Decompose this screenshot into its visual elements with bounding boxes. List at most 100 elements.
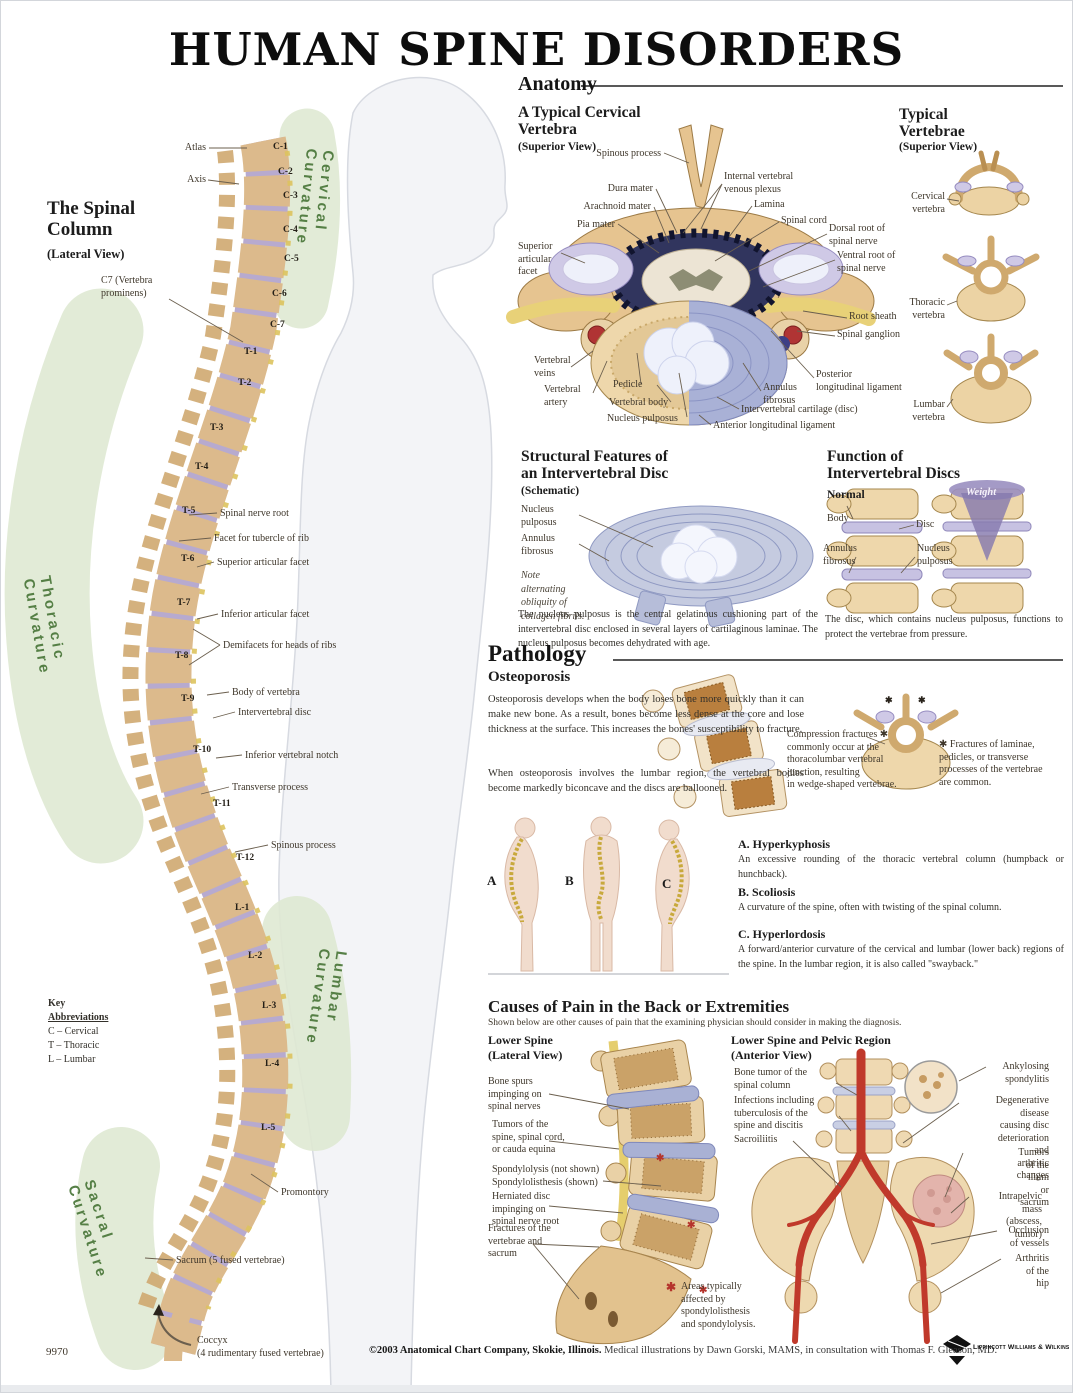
page-edge [1,1385,1072,1392]
label-pedicle: Pedicle [613,379,643,390]
label-bone-tumor: Bone tumor of the spinal column [734,1067,808,1091]
vertebra-label: C-7 [270,320,285,330]
vertebra-label: T-3 [210,423,224,433]
label-nucleus-pulposus-fig: Nucleus pulposus [607,413,678,424]
label-transverse-process: Transverse process [232,782,309,793]
label-coccyx: Coccyx (4 rudimentary fused vertebrae) [197,1335,324,1359]
vertebra-label: L-1 [235,903,250,913]
label-venous-plexus: Internal vertebral venous plexus [724,171,794,195]
footer-credit: ©2003 Anatomical Chart Company, Skokie, … [369,1345,997,1356]
label-superior-articular-facet-fig: Superior articular facet [518,241,553,277]
section-anatomy: Anatomy [518,73,597,95]
label-normal: Normal [827,489,865,501]
vertebra-label: L-4 [265,1059,280,1069]
lower-spine-lateral-illustration [555,1039,720,1345]
label-spondylolysis: Spondylolysis (not shown) Spondylolisthe… [492,1164,600,1188]
osteoporosis-title: Osteoporosis [488,669,571,685]
hyperlordosis-label: C. Hyperlordosis [738,927,826,941]
cervical-vertebra-title: A Typical Cervical Vertebra [518,104,641,139]
label-vertebral-body: Vertebral body [609,397,669,408]
pelvic-region-illustration [751,1048,975,1344]
key-item: L – Lumbar [48,1054,96,1065]
vertebra-label: C-6 [272,289,287,299]
label-cervical-vertebra: Cervical vertebra [911,191,945,215]
label-tumors-spine: Tumors of the spine, spinal cord, or cau… [492,1119,565,1155]
label-sacroiliitis: Sacroiliitis [734,1134,778,1145]
label-fractures-note: ✱ Fractures of laminae, pedicles, or tra… [939,739,1043,788]
lower-spine-lateral-title: Lower Spine (Lateral View) [488,1033,563,1062]
typical-vertebrae-subtitle: (Superior View) [899,141,978,153]
label-weight: Weight [966,487,997,498]
label-arthritis-hip: Arthritis of the hip [1015,1253,1049,1289]
label-posterior-ligament: Posterior longitudinal ligament [816,369,902,393]
footer-illustrator-credit: Medical illustrations by Dawn Gorski, MA… [604,1345,998,1356]
key-subtitle: Abbreviations [48,1012,109,1023]
figure-letter-b: B [565,873,574,888]
vertebra-label: T-12 [236,853,255,863]
poster-title: HUMAN SPINE DISORDERS [168,23,905,76]
label-axis: Axis [187,174,206,185]
osteoporosis-para1: Osteoporosis develops when the body lose… [488,694,804,736]
leader-lines [144,147,1002,1346]
hyperlordosis-text: A forward/anterior curvature of the cerv… [738,944,1064,970]
label-spinous-process-fig: Spinous process [596,148,661,159]
label-body: Body [827,513,849,524]
label-fractures-sacrum: Fractures of the vertebrae and sacrum [488,1223,551,1259]
label-occlusion: Occlusion of vessels [1008,1225,1049,1249]
label-lamina: Lamina [754,199,785,210]
asterisk-note: Areas typically affected by spondylolist… [681,1281,756,1330]
label-nucleus-pulposus-schematic: Nucleus pulposus [521,504,557,528]
label-dura-mater: Dura mater [607,183,653,194]
figure-letter-c: C [662,876,672,891]
label-annulus-function: Annulus fibrosus [823,543,857,567]
label-promontory: Promontory [281,1187,329,1198]
label-thoracic-vertebra: Thoracic vertebra [909,297,945,321]
publisher-logo-icon [943,1335,971,1365]
label-intervertebral-disc: Intervertebral disc [238,707,312,718]
label-lumbar-vertebra: Lumbar vertebra [912,399,945,423]
causes-subtitle: Shown below are other causes of pain tha… [488,1018,902,1028]
scoliosis-text: A curvature of the spine, often with twi… [738,902,1002,913]
posture-silhouettes [504,816,690,972]
fracture-mark: ✱ [885,695,893,705]
vertebra-label: T-5 [182,506,196,516]
affected-area-mark: ✱ [656,1153,665,1164]
item-number: 9970 [46,1346,68,1358]
label-atlas: Atlas [184,142,206,153]
label-pia-mater: Pia mater [576,219,615,230]
disc-schematic-illustration [588,505,814,628]
label-infections: Infections including tuberculosis of the… [734,1095,815,1131]
vertebra-label: T-11 [213,799,231,809]
scoliosis-label: B. Scoliosis [738,885,796,899]
cervical-vertebra-subtitle: (Superior View) [518,141,597,153]
label-sacrum: Sacrum (5 fused vertebrae) [176,1255,285,1266]
vertebra-label: T-9 [181,694,195,704]
vertebra-label: C-4 [283,225,298,235]
spinal-column-subheading: (Lateral View) [47,247,125,261]
label-compression-fractures: Compression fractures ✱ commonly occur a… [787,729,897,790]
asterisk-note-mark: ✱ [666,1280,677,1294]
fracture-mark: ✱ [918,695,926,705]
vertebra-label: L-5 [261,1123,276,1133]
label-spinal-nerve-root: Spinal nerve root [220,508,289,519]
label-demifacets: Demifacets for heads of ribs [223,640,337,651]
disc-function-caption: The disc, which contains nucleus pulposu… [825,614,1063,640]
affected-area-mark: ✱ [699,1285,708,1296]
disc-function-title: Function of Intervertebral Discs [827,448,960,483]
key-title: Key [48,998,66,1009]
label-herniated-disc: Herniated disc impinging on spinal nerve… [492,1191,560,1227]
label-annulus-fibrosus-schematic: Annulus fibrosus [521,533,555,557]
label-dorsal-root: Dorsal root of spinal nerve [829,223,886,247]
label-tumors-ilium: Tumors of the ilium or sacrum [1018,1147,1049,1208]
spinal-column-heading: The Spinal Column [47,198,136,241]
typical-vertebrae-illustration [942,150,1040,424]
label-inferior-vertebral-notch: Inferior vertebral notch [245,750,339,761]
hyperkyphosis-label: A. Hyperkyphosis [738,837,831,851]
label-spinous-process: Spinous process [271,840,336,851]
label-ventral-root: Ventral root of spinal nerve [837,250,896,274]
key-abbreviations: Key Abbreviations C – Cervical T – Thora… [48,997,108,1067]
vertebra-label: T-8 [175,651,189,661]
vertebra-label: L-3 [262,1001,277,1011]
vertebra-label: T-4 [195,462,209,472]
